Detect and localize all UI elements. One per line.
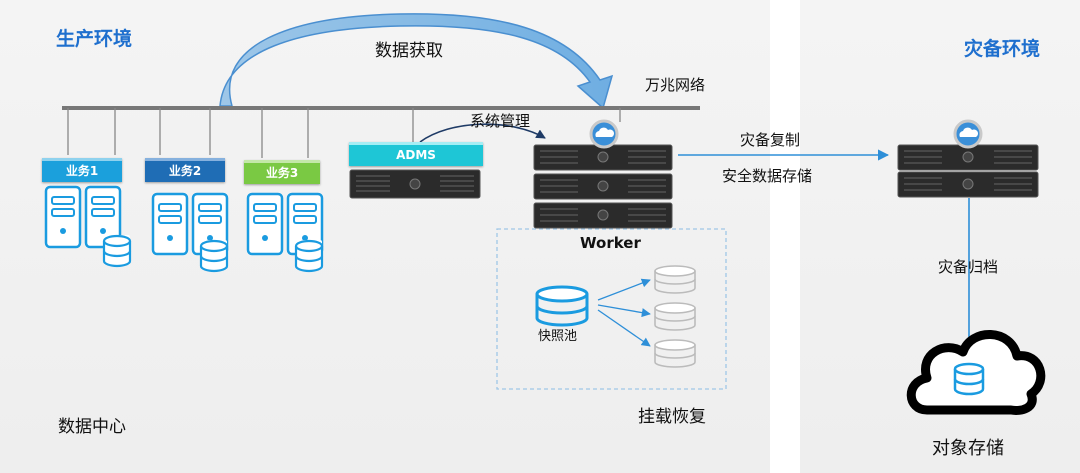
object-storage-label: 对象存储 <box>932 438 1004 459</box>
dr-rack-server-icon-1 <box>897 144 1039 171</box>
sys-mgmt-label: 系统管理 <box>470 112 531 130</box>
cloud-logo-icon <box>953 119 983 149</box>
snapshot-disk-icon <box>654 339 696 368</box>
worker-box <box>496 228 727 390</box>
snapshot-arrows <box>597 278 651 347</box>
dr-rack-server-icon-2 <box>897 171 1039 198</box>
network-label: 万兆网络 <box>645 76 706 94</box>
dr-archive-label: 灾备归档 <box>938 258 999 276</box>
mount-restore-label: 挂载恢复 <box>638 407 706 427</box>
adms-tag: ADMS <box>349 142 483 166</box>
data-fetch-arrow <box>219 13 614 110</box>
snapshot-disk-icon <box>654 265 696 294</box>
cloud-logo-icon <box>589 119 619 149</box>
datacenter-label: 数据中心 <box>58 417 126 437</box>
dr-env-title: 灾备环境 <box>964 38 1041 60</box>
business1-server-icon <box>44 185 132 268</box>
business2-server-icon <box>151 192 229 273</box>
secure-storage-label: 安全数据存储 <box>722 167 813 185</box>
snapshot-pool-database-icon <box>535 285 589 327</box>
worker-label: Worker <box>580 234 641 252</box>
adms-rack-server-icon <box>349 169 481 199</box>
business-tag-3: 业务3 <box>244 160 320 184</box>
business3-server-icon <box>246 192 324 273</box>
cloud-storage-icon <box>906 330 1046 415</box>
snapshot-disk-icon <box>654 302 696 331</box>
worker-rack-server-icon-2 <box>533 173 673 200</box>
production-env-title: 生产环境 <box>56 28 133 50</box>
sys-mgmt-arrow <box>419 123 546 143</box>
data-fetch-label: 数据获取 <box>375 41 443 61</box>
snapshot-pool-label: 快照池 <box>538 329 578 344</box>
network-drops <box>67 108 621 158</box>
worker-rack-server-icon-1 <box>533 144 673 171</box>
business-tag-2: 业务2 <box>145 158 225 182</box>
worker-rack-server-icon-3 <box>533 202 673 229</box>
business-tag-1: 业务1 <box>42 158 122 182</box>
dr-replication-label: 灾备复制 <box>740 131 801 149</box>
